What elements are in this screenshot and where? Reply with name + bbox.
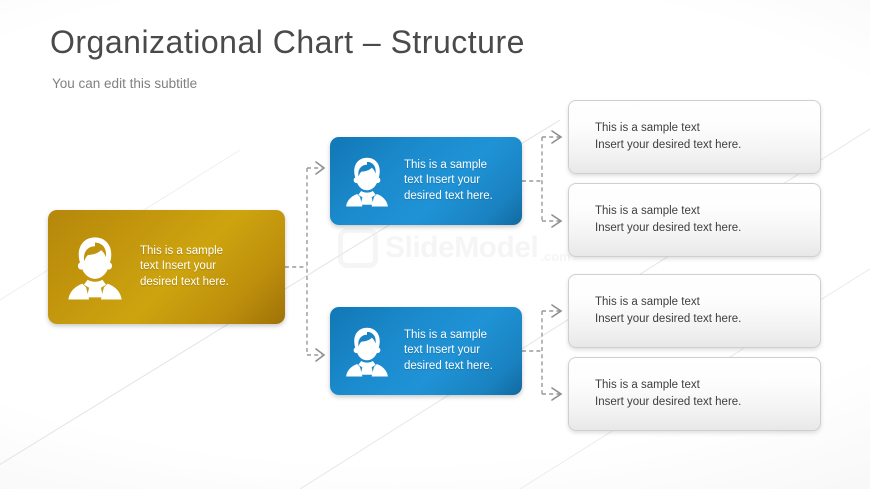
org-node-leaf-2[interactable]: This is a sample text Insert your desire… — [568, 183, 821, 257]
page-subtitle: You can edit this subtitle — [52, 76, 198, 91]
leaf-text-line: Insert your desired text here. — [595, 222, 742, 234]
node-text-line: text Insert your — [140, 260, 217, 273]
node-text-line: This is a sample — [404, 329, 488, 342]
node-text-line: desired text here. — [140, 275, 229, 288]
org-node-leaf-1[interactable]: This is a sample text Insert your desire… — [568, 100, 821, 174]
person-icon — [68, 237, 122, 300]
person-icon — [346, 157, 388, 207]
org-node-branch-2-text: This is a sample text Insert your desire… — [404, 328, 493, 374]
org-node-branch-2[interactable]: This is a sample text Insert your desire… — [330, 307, 522, 395]
slidemodel-logo-icon — [338, 228, 378, 268]
leaf-text-line: Insert your desired text here. — [595, 396, 742, 408]
org-node-root-text: This is a sample text Insert your desire… — [140, 244, 229, 290]
org-node-leaf-2-text: This is a sample text Insert your desire… — [595, 203, 741, 236]
org-node-root[interactable]: This is a sample text Insert your desire… — [48, 210, 285, 324]
org-node-branch-1-text: This is a sample text Insert your desire… — [404, 158, 493, 204]
node-text-line: text Insert your — [404, 344, 481, 357]
node-text-line: This is a sample — [140, 245, 224, 258]
org-node-leaf-3-text: This is a sample text Insert your desire… — [595, 294, 741, 327]
org-node-leaf-3[interactable]: This is a sample text Insert your desire… — [568, 274, 821, 348]
org-node-leaf-4[interactable]: This is a sample text Insert your desire… — [568, 357, 821, 431]
person-icon — [346, 327, 388, 377]
node-text-line: desired text here. — [404, 359, 493, 372]
leaf-text-line: Insert your desired text here. — [595, 139, 742, 151]
org-node-branch-1[interactable]: This is a sample text Insert your desire… — [330, 137, 522, 225]
page-title: Organizational Chart – Structure — [50, 24, 525, 60]
node-text-line: desired text here. — [404, 189, 493, 202]
leaf-text-line: This is a sample text — [595, 122, 700, 135]
org-node-leaf-1-text: This is a sample text Insert your desire… — [595, 120, 741, 153]
leaf-text-line: This is a sample text — [595, 379, 700, 392]
watermark-brand: SlideModel — [385, 231, 539, 264]
leaf-text-line: This is a sample text — [595, 296, 700, 309]
node-text-line: This is a sample — [404, 159, 488, 172]
leaf-text-line: This is a sample text — [595, 205, 700, 218]
watermark-suffix: .com — [540, 249, 571, 264]
leaf-text-line: Insert your desired text here. — [595, 313, 742, 325]
org-node-leaf-4-text: This is a sample text Insert your desire… — [595, 377, 741, 410]
slidemodel-watermark: SlideModel .com — [338, 228, 571, 268]
node-text-line: text Insert your — [404, 174, 481, 187]
